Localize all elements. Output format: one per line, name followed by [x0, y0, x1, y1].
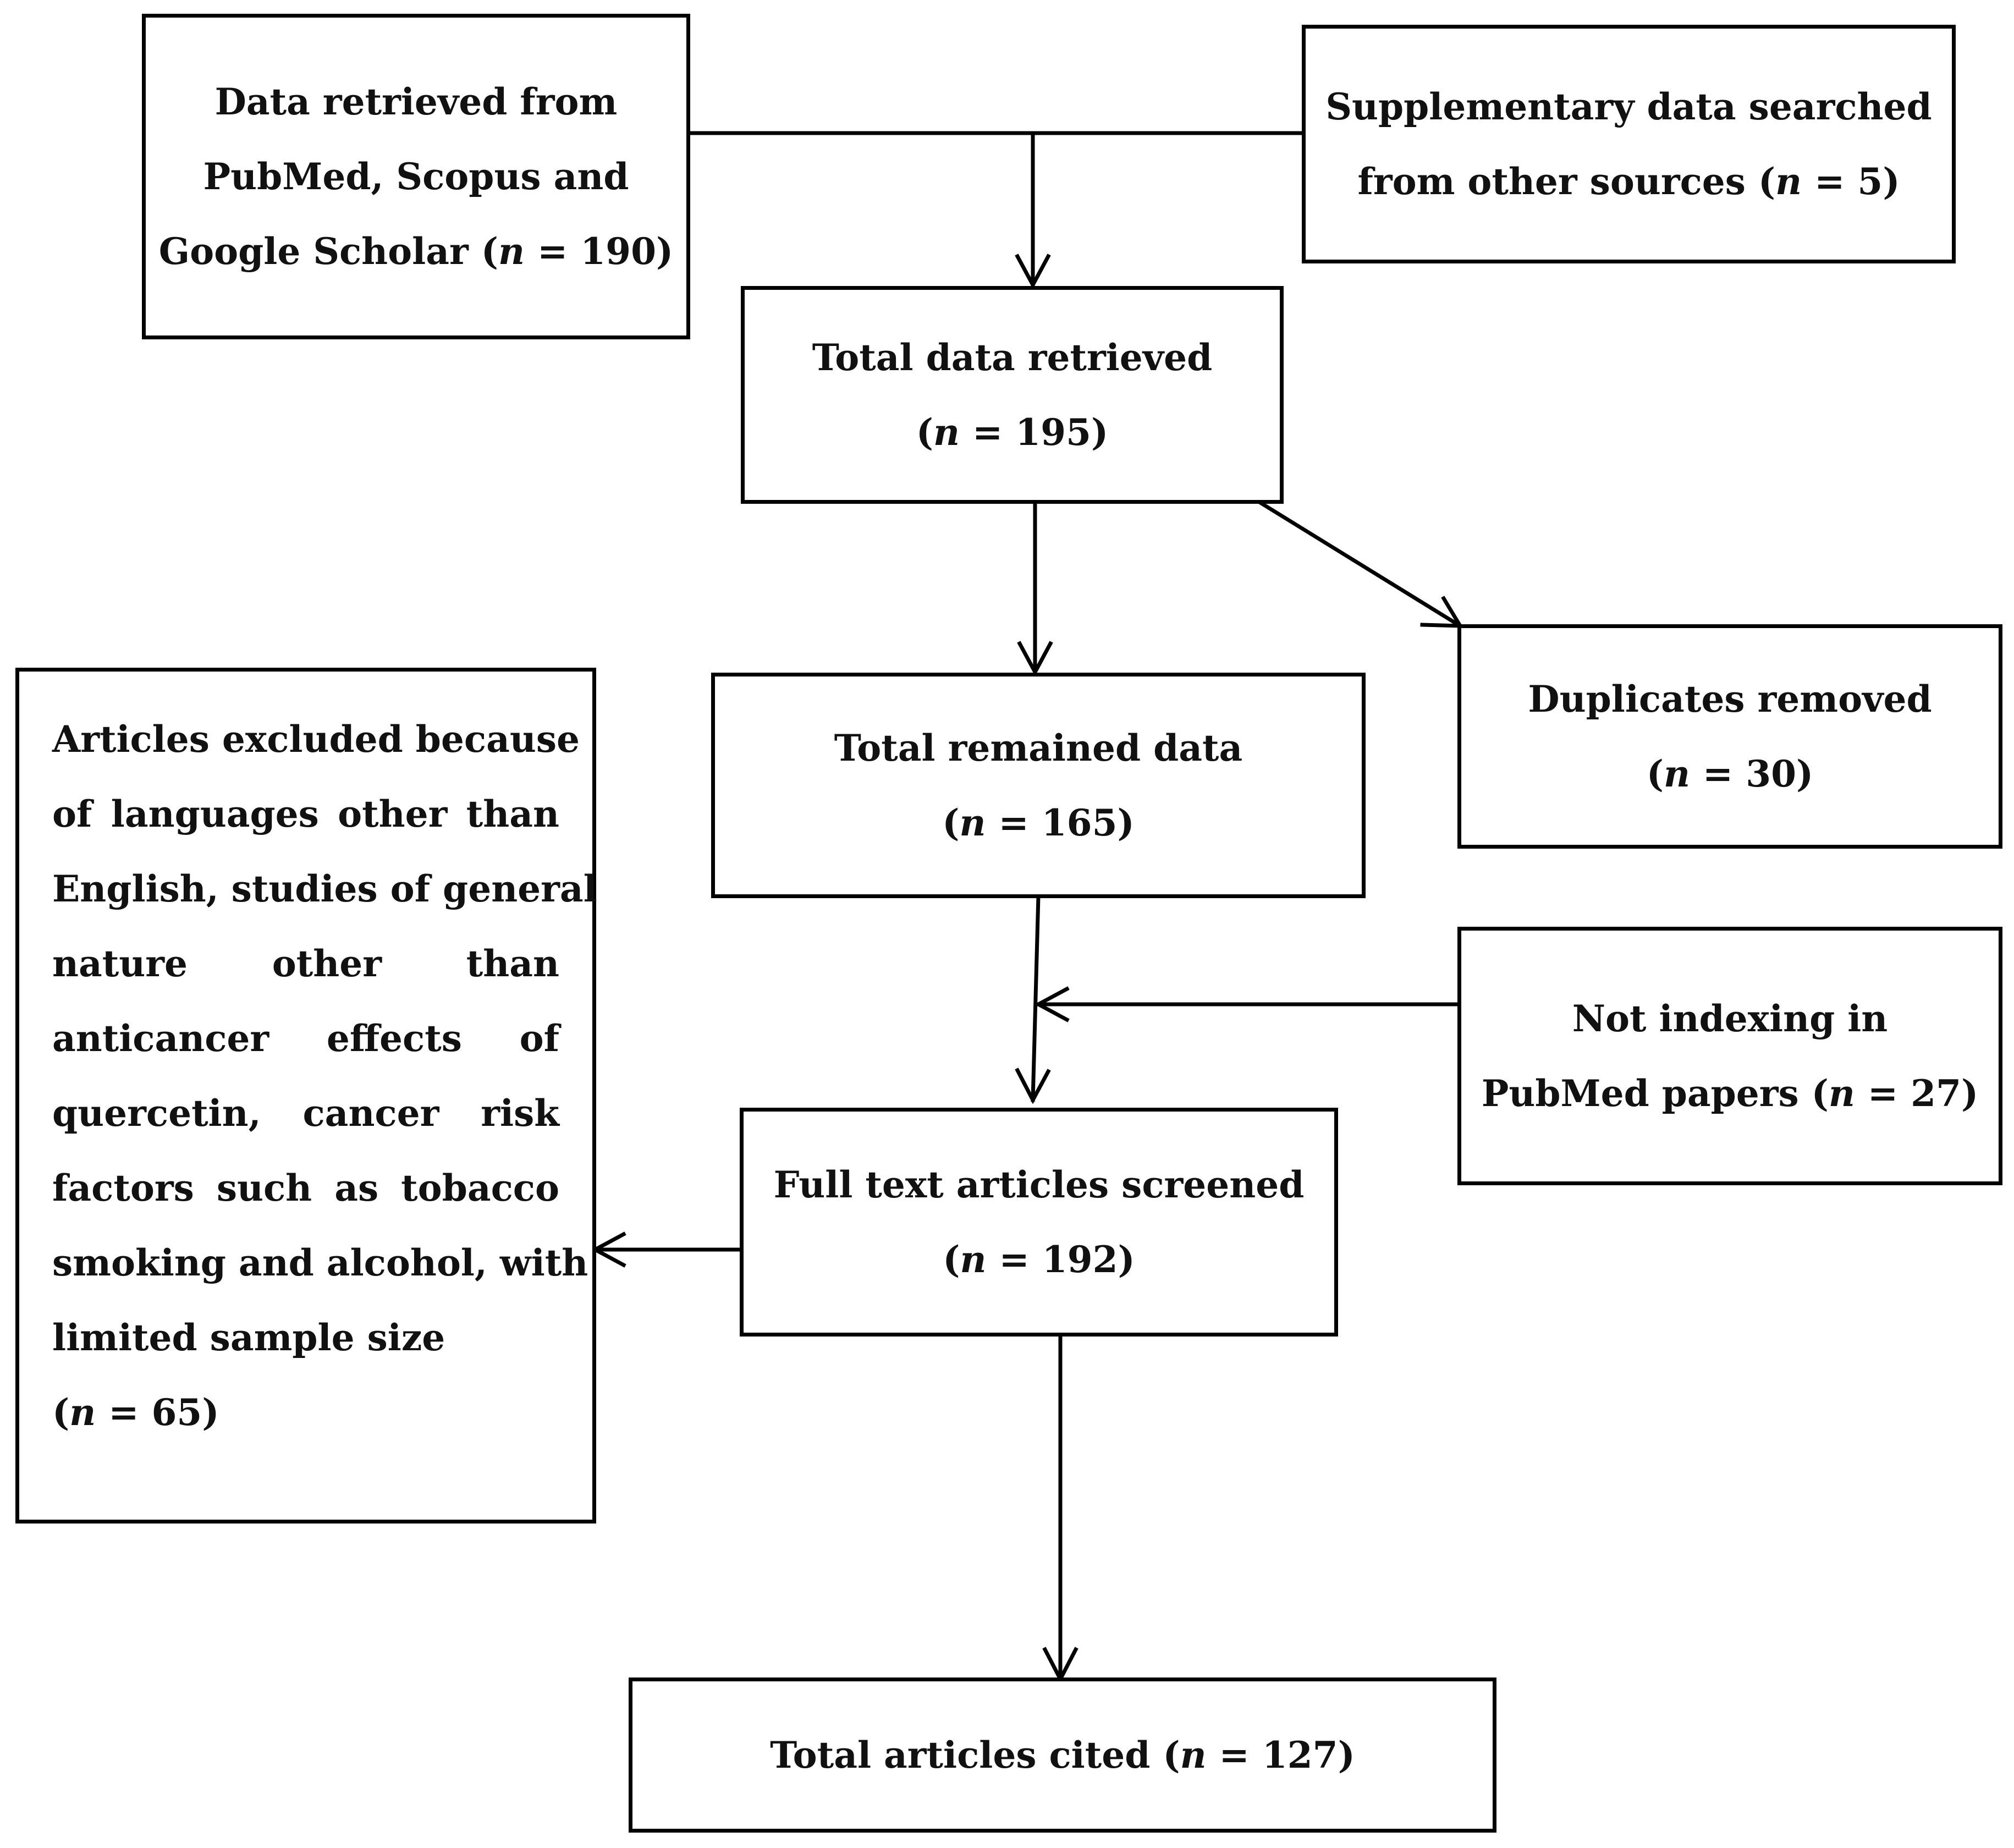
node-count: = 165) — [986, 801, 1135, 844]
node-line: Full text articles screened — [773, 1163, 1305, 1206]
node-line: Total articles cited ( — [770, 1734, 1180, 1777]
n-variable: n — [1180, 1734, 1207, 1777]
node-count: = 190) — [525, 230, 674, 273]
node-line: ( — [52, 1391, 70, 1434]
node-line: ( — [1646, 752, 1664, 795]
n-variable: n — [69, 1391, 96, 1434]
node-line: of languages other than — [52, 793, 559, 835]
node-line: limited sample size — [52, 1316, 445, 1359]
node-line: Duplicates removed — [1528, 678, 1932, 721]
node-line: PubMed papers ( — [1481, 1072, 1829, 1115]
node-line: Supplementary data searched — [1325, 85, 1932, 128]
node-articles-excluded: Articles excluded because of languages o… — [15, 668, 597, 1524]
node-line: quercetin, cancer risk — [52, 1092, 559, 1135]
node-line: Total remained data — [834, 727, 1243, 769]
node-full-text-screened: Full text articles screened (n = 192) — [740, 1108, 1338, 1336]
node-line: anticancer effects of — [52, 1017, 559, 1060]
arrowhead-remained — [1017, 641, 1053, 676]
n-variable: n — [1828, 1072, 1855, 1115]
edge-total-retrieved-to-duplicates — [1257, 499, 1463, 629]
node-line: Data retrieved from — [214, 80, 618, 123]
arrowhead-not-indexing — [1034, 986, 1070, 1022]
node-duplicates-removed: Duplicates removed (n = 30) — [1457, 624, 2002, 849]
n-variable: n — [959, 801, 986, 844]
node-not-indexing-pubmed: Not indexing in PubMed papers (n = 27) — [1457, 927, 2002, 1185]
node-line: ( — [943, 1238, 960, 1281]
node-line: ( — [942, 801, 960, 844]
arrowhead-total-retrieved — [1015, 254, 1051, 289]
n-variable: n — [960, 1238, 987, 1281]
node-count: = 195) — [959, 411, 1109, 454]
node-count: = 5) — [1802, 160, 1900, 203]
node-line: nature other than — [52, 942, 559, 985]
node-line: smoking and alcohol, with — [52, 1241, 588, 1284]
node-count: = 65) — [96, 1391, 219, 1434]
n-variable: n — [1775, 160, 1802, 203]
node-count: = 127) — [1206, 1734, 1355, 1777]
node-supplementary-sources: Supplementary data searched from other s… — [1302, 25, 1956, 263]
n-variable: n — [1663, 752, 1690, 795]
node-total-data-retrieved: Total data retrieved (n = 195) — [741, 286, 1284, 504]
node-pubmed-scopus-scholar: Data retrieved from PubMed, Scopus and G… — [142, 14, 690, 339]
node-line: Google Scholar ( — [158, 230, 498, 273]
node-count: = 27) — [1855, 1072, 1979, 1115]
node-line: factors such as tobacco — [52, 1167, 559, 1209]
edge-remained-to-screened — [1031, 894, 1041, 1102]
node-line: PubMed, Scopus and — [203, 155, 629, 198]
node-line: Total data retrieved — [812, 336, 1213, 379]
node-line: Not indexing in — [1572, 997, 1888, 1040]
node-line: from other sources ( — [1357, 160, 1776, 203]
n-variable: n — [498, 230, 525, 273]
node-count: = 30) — [1690, 752, 1814, 795]
node-total-articles-cited: Total articles cited (n = 127) — [629, 1678, 1496, 1833]
node-count: = 192) — [986, 1238, 1135, 1281]
node-line: English, studies of general — [52, 867, 597, 910]
node-line: ( — [916, 411, 933, 454]
n-variable: n — [933, 411, 960, 454]
arrowhead-screened — [1015, 1068, 1051, 1104]
node-total-remained-data: Total remained data (n = 165) — [711, 673, 1366, 898]
node-line: Articles excluded because — [52, 718, 580, 761]
